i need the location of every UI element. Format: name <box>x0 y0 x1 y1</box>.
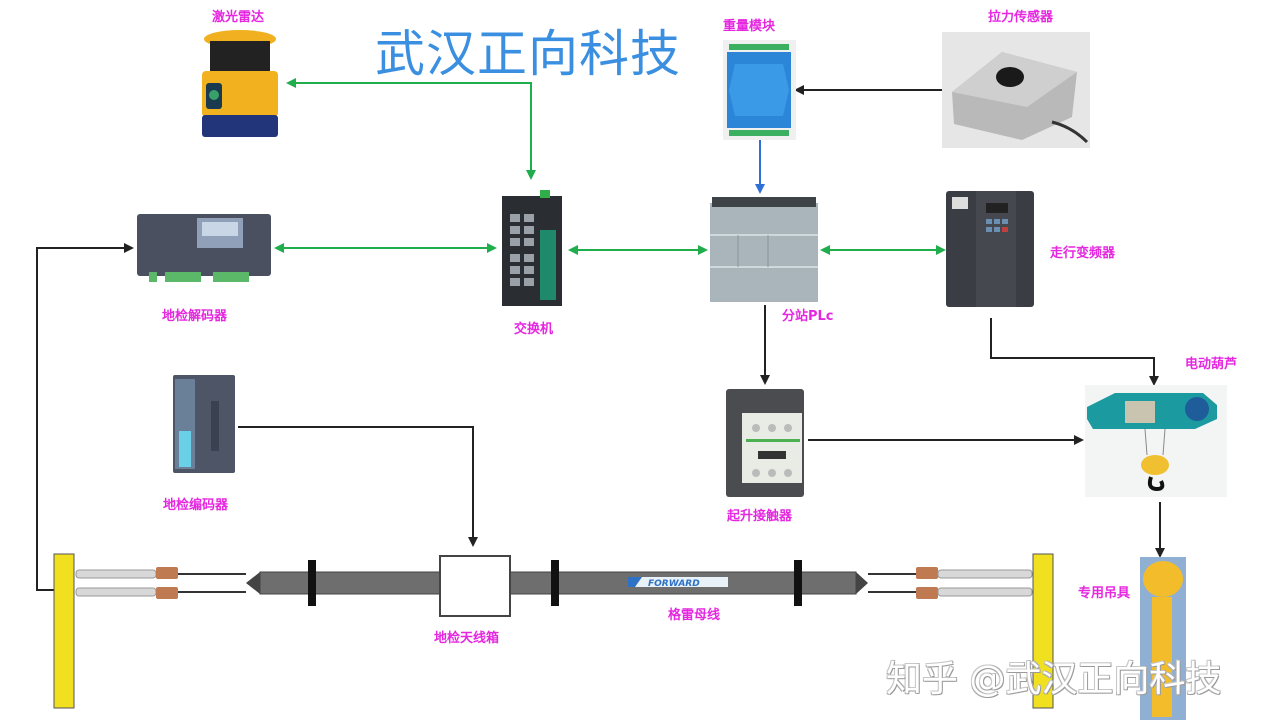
watermark: 知乎 @武汉正向科技 <box>886 659 1222 700</box>
hoist-contactor-label: 起升接触器 <box>727 509 793 524</box>
ground-encoder-device <box>171 371 237 476</box>
substation-plc-device <box>710 195 820 302</box>
electric-hoist-label: 电动葫芦 <box>1185 357 1238 372</box>
travel-inverter-label: 走行变频器 <box>1050 246 1116 261</box>
ground-decoder-label: 地检解码器 <box>162 309 228 324</box>
hoist-contactor-device <box>724 383 808 498</box>
link-busbar-decoder <box>36 243 134 591</box>
forward-brand-text: FORWARD <box>648 579 700 589</box>
lidar-label: 激光雷达 <box>212 10 265 25</box>
switch-label: 交换机 <box>514 322 554 337</box>
ground-encoder-label: 地检编码器 <box>163 498 229 513</box>
link-inverter-hoist <box>990 318 1159 386</box>
substation-plc-label: 分站PLc <box>782 309 834 324</box>
antenna-box <box>439 555 511 617</box>
travel-inverter-device <box>946 183 1036 309</box>
link-encoder-antenna <box>238 426 478 547</box>
antenna-box-label: 地检天线箱 <box>434 631 500 646</box>
weight-module-label: 重量模块 <box>723 19 776 34</box>
busbar-label: 格雷母线 <box>668 608 721 623</box>
special-spreader-label: 专用吊具 <box>1078 586 1131 601</box>
ground-decoder-device <box>135 210 273 285</box>
link-switch-lidar <box>286 78 532 168</box>
busbar-assembly: FORWARD <box>50 550 1060 715</box>
electric-hoist-device <box>1085 385 1227 497</box>
right-pole <box>1032 553 1054 709</box>
special-spreader-device <box>1140 557 1186 720</box>
tension-sensor-label: 拉力传感器 <box>988 10 1054 25</box>
lidar-device <box>196 25 284 140</box>
diagram-title: 武汉正向科技 <box>375 25 681 83</box>
tension-sensor-device <box>942 32 1090 148</box>
weight-module-device <box>723 40 796 140</box>
left-pole <box>53 553 75 709</box>
switch-device <box>502 190 567 308</box>
